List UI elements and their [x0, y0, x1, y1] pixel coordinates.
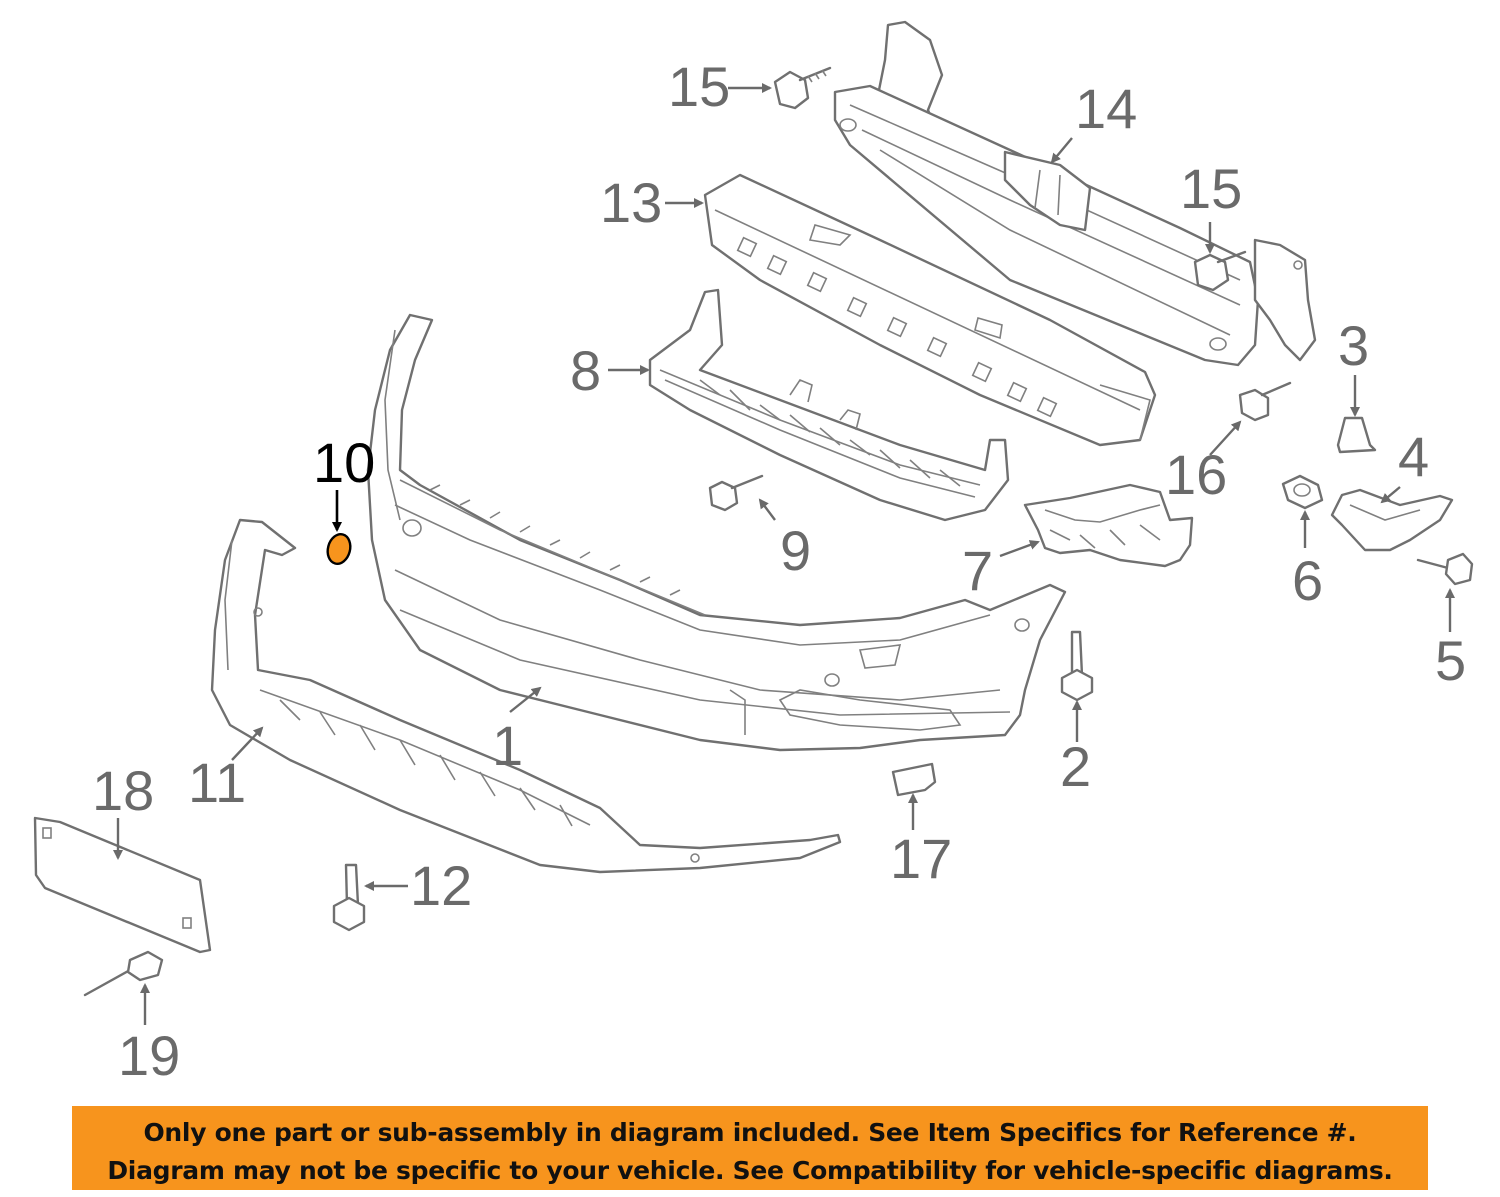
part-19-rivet [83, 950, 164, 997]
part-15-bolt-right [1193, 250, 1247, 292]
disclaimer-line-2: Diagram may not be specific to your vehi… [107, 1156, 1393, 1185]
callout-12: 12 [410, 854, 472, 917]
callout-11: 11 [188, 751, 246, 814]
callout-labels: 15 14 15 13 8 3 16 4 10 9 7 6 5 1 2 18 1… [92, 55, 1466, 1087]
callout-6: 6 [1292, 549, 1323, 612]
callout-10-highlighted: 10 [313, 431, 375, 494]
callout-15-top: 15 [668, 55, 730, 118]
callout-8: 8 [570, 339, 601, 402]
part-1-bumper-cover [366, 313, 1067, 752]
callout-19: 19 [118, 1024, 180, 1087]
callout-16: 16 [1165, 443, 1227, 506]
part-10-highlighted-cap [326, 533, 352, 565]
callout-9: 9 [780, 519, 811, 582]
callout-5: 5 [1435, 629, 1466, 692]
disclaimer-line-1: Only one part or sub-assembly in diagram… [143, 1118, 1357, 1147]
part-8-grille-bracket [648, 288, 1010, 522]
part-4-bracket [1330, 488, 1454, 552]
callout-3: 3 [1338, 314, 1369, 377]
callout-4: 4 [1398, 425, 1429, 488]
parts-diagram: 15 14 15 13 8 3 16 4 10 9 7 6 5 1 2 18 1… [33, 20, 1474, 1087]
part-7-side-bracket [1023, 483, 1194, 568]
part-16-bolt [1238, 381, 1292, 422]
part-5-screw [1416, 552, 1474, 586]
callout-1: 1 [492, 714, 523, 777]
part-3-clip-nut [1336, 416, 1377, 454]
part-13-energy-absorber [703, 173, 1157, 447]
part-6-clip [1281, 474, 1324, 510]
disclaimer-banner: Only one part or sub-assembly in diagram… [72, 1106, 1428, 1190]
part-12-bolt [332, 863, 366, 932]
callout-7: 7 [962, 539, 993, 602]
callout-18: 18 [92, 759, 154, 822]
part-14-reinforcement-bar [833, 20, 1317, 367]
part-11-lower-trim [210, 518, 842, 874]
part-15-bolt-top [773, 66, 832, 110]
callout-15-right: 15 [1180, 157, 1242, 220]
part-2-bolt [1060, 630, 1094, 702]
callout-17: 17 [890, 827, 952, 890]
part-18-license-bracket [33, 816, 212, 954]
callout-14: 14 [1075, 77, 1137, 140]
part-9-bolt [708, 474, 764, 512]
callout-13: 13 [600, 171, 662, 234]
part-17-cap [891, 762, 937, 797]
callout-2: 2 [1060, 735, 1091, 798]
leader-lines [113, 83, 1455, 1025]
